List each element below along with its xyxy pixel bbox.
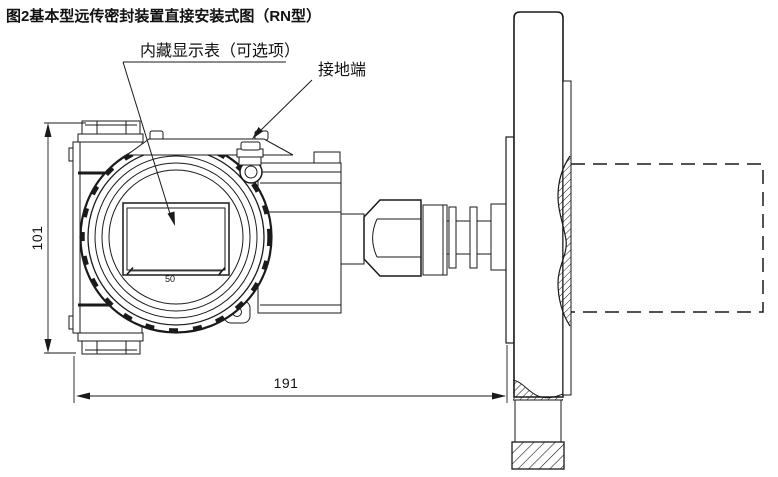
hex-nut-facet xyxy=(372,218,378,258)
dimension-50-value: 50 xyxy=(165,274,175,284)
conduit-plug-top xyxy=(77,120,144,143)
leader-arrowhead xyxy=(167,211,175,226)
tick-left xyxy=(126,266,134,276)
figure-title: 图2基本型远传密封装置直接安装式图（RN型） xyxy=(6,7,321,25)
dimension-50 xyxy=(126,266,226,276)
diaphragm-membrane xyxy=(557,155,571,327)
ground-screw-cap xyxy=(240,141,261,151)
conduit-plug-bottom xyxy=(77,332,144,355)
arrow-right xyxy=(492,392,506,400)
process-connection xyxy=(340,136,515,344)
display-callout-leader xyxy=(122,61,286,226)
diaphragm-section-hatch xyxy=(558,156,571,326)
tick-right xyxy=(218,266,226,276)
seal-adapter-plate xyxy=(505,136,515,344)
display-bezel xyxy=(79,140,273,334)
display-window xyxy=(126,207,226,271)
arrow-left xyxy=(76,392,90,400)
cover-clamp-bracket xyxy=(125,130,294,156)
housing-top-tab xyxy=(313,151,341,164)
dimension-191-value: 191 xyxy=(274,375,299,391)
spacer-ring-3 xyxy=(490,203,508,271)
dimension-101-value: 101 xyxy=(29,226,45,251)
leader-diagonal xyxy=(122,61,172,218)
arrow-up xyxy=(44,123,52,137)
flange-break-hatch xyxy=(513,380,563,400)
clamp-bar xyxy=(125,138,294,156)
spacer-ring-1 xyxy=(448,206,457,269)
leader-arrowhead xyxy=(252,127,263,139)
bezel-ring-5 xyxy=(108,169,244,305)
bezel-ring-3 xyxy=(94,155,258,319)
flange-break-line xyxy=(512,379,564,399)
leader-diagonal xyxy=(255,79,313,136)
ground-callout-label: 接地端 xyxy=(318,61,366,79)
display-callout-label: 内藏显示表（可选项） xyxy=(140,42,300,60)
grounding-terminal xyxy=(236,141,264,184)
dimension-191 xyxy=(73,345,508,403)
bezel-ring-4 xyxy=(101,162,251,312)
arrow-down xyxy=(44,339,52,353)
spacer-ring-2 xyxy=(469,206,478,269)
flange-plate xyxy=(513,11,564,398)
ground-eyelet-hole xyxy=(244,165,258,179)
mounting-flange xyxy=(511,11,572,470)
hidden-pipe-outline xyxy=(571,163,764,313)
ground-callout-leader xyxy=(252,79,313,139)
dimension-101 xyxy=(44,122,86,354)
flange-section-block-hatch xyxy=(512,442,564,469)
connection-neck xyxy=(340,213,365,265)
